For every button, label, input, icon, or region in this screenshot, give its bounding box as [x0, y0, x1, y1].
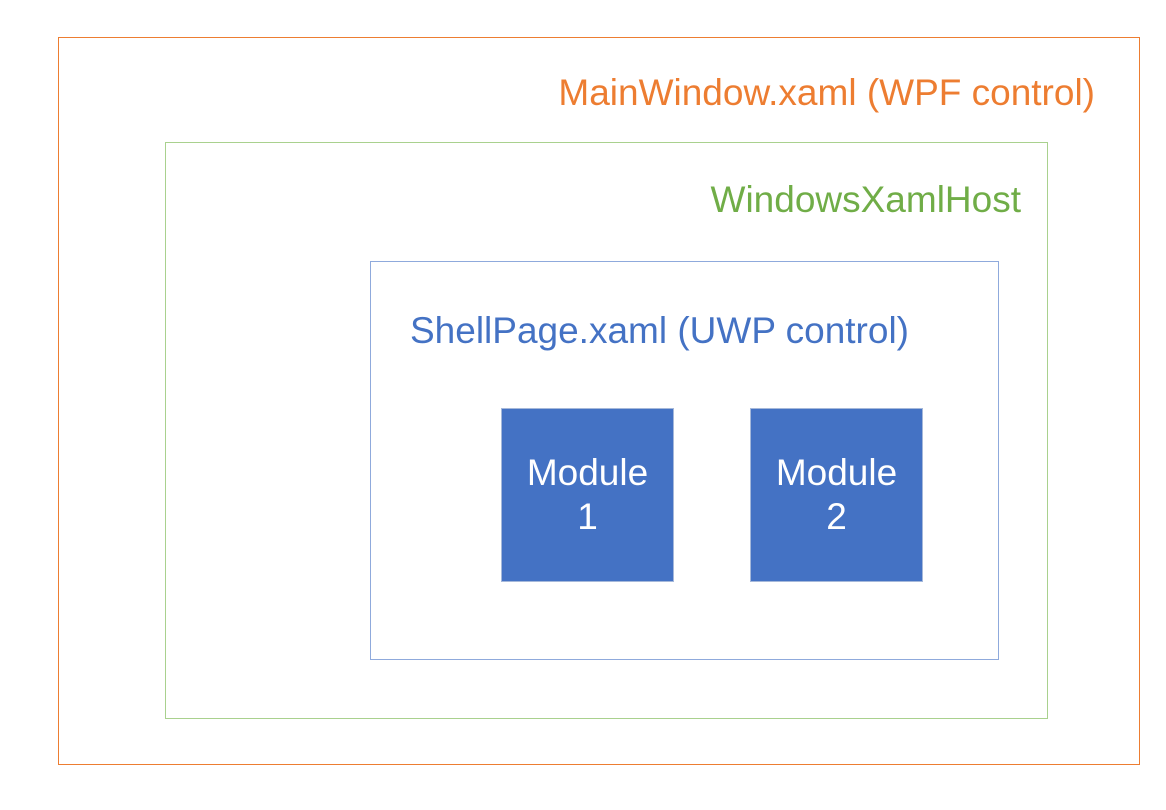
module-2-number: 2 — [826, 496, 847, 537]
module-2-label: Module — [775, 451, 898, 493]
main-window-label: MainWindow.xaml (WPF control) — [558, 72, 1095, 113]
module-1-label: Module — [526, 451, 649, 493]
main-window-box: MainWindow.xaml (WPF control) WindowsXam… — [58, 37, 1140, 765]
windows-xaml-host-box: WindowsXamlHost ShellPage.xaml (UWP cont… — [165, 142, 1048, 719]
windows-xaml-host-label: WindowsXamlHost — [710, 179, 1021, 220]
shell-page-label: ShellPage.xaml (UWP control) — [410, 310, 909, 351]
module-1-box: Module 1 — [501, 408, 674, 582]
shell-page-box: ShellPage.xaml (UWP control) Module 1 Mo… — [370, 261, 999, 660]
module-1-number: 1 — [577, 496, 598, 537]
module-2-box: Module 2 — [750, 408, 923, 582]
